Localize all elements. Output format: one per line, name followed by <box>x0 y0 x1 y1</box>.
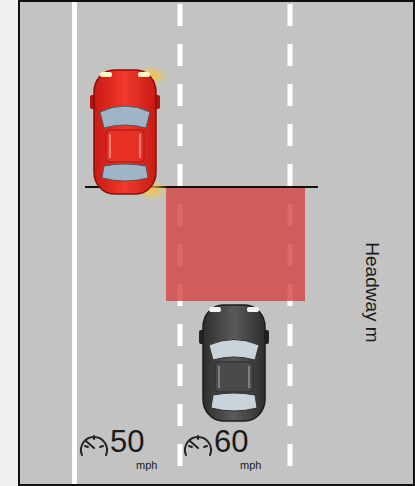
road-surface <box>19 1 414 485</box>
headway-label: Headway m <box>362 242 381 342</box>
speedometer-icon <box>185 436 211 455</box>
speedometer-icon <box>81 436 107 455</box>
speed-value: 60 <box>214 426 248 457</box>
headway-zone <box>166 188 305 301</box>
speed-unit: mph <box>136 460 157 471</box>
lane-edge-line <box>72 2 77 484</box>
speed-value: 50 <box>110 426 144 457</box>
speed-unit: mph <box>240 460 261 471</box>
grey-car <box>199 305 269 421</box>
red-car <box>90 65 168 201</box>
